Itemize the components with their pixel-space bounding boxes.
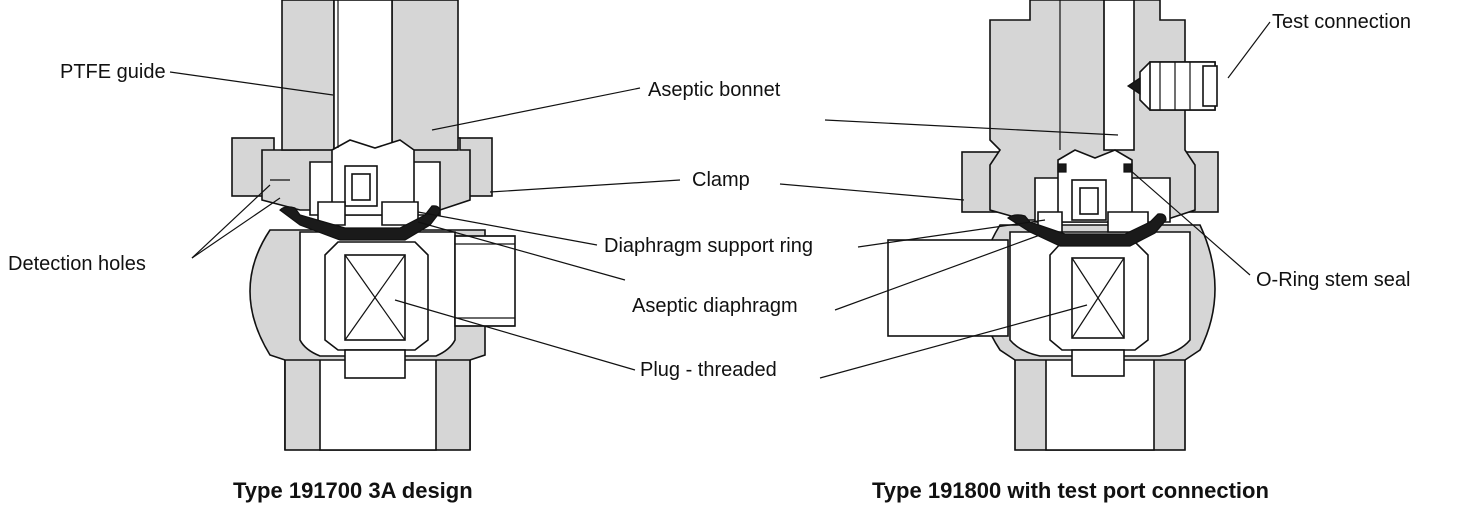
label-clamp: Clamp	[692, 169, 750, 191]
caption-left: Type 191700 3A design	[233, 478, 473, 503]
leader-lines	[169, 21, 1271, 379]
label-aseptic-diaphragm: Aseptic diaphragm	[632, 295, 798, 317]
label-diaphragm-support-ring: Diaphragm support ring	[604, 235, 813, 257]
callout-labels: PTFE guide Detection holes Aseptic bonne…	[8, 11, 1411, 381]
caption-right: Type 191800 with test port connection	[872, 478, 1269, 503]
label-ptfe-guide: PTFE guide	[60, 61, 166, 83]
label-aseptic-bonnet: Aseptic bonnet	[648, 79, 781, 101]
right-valve-drawing	[887, 0, 1219, 451]
label-detection-holes: Detection holes	[8, 253, 146, 275]
label-test-connection: Test connection	[1272, 11, 1411, 33]
label-o-ring-stem-seal: O-Ring stem seal	[1256, 269, 1411, 291]
label-plug-threaded: Plug - threaded	[640, 359, 777, 381]
left-valve-drawing	[231, 0, 516, 451]
